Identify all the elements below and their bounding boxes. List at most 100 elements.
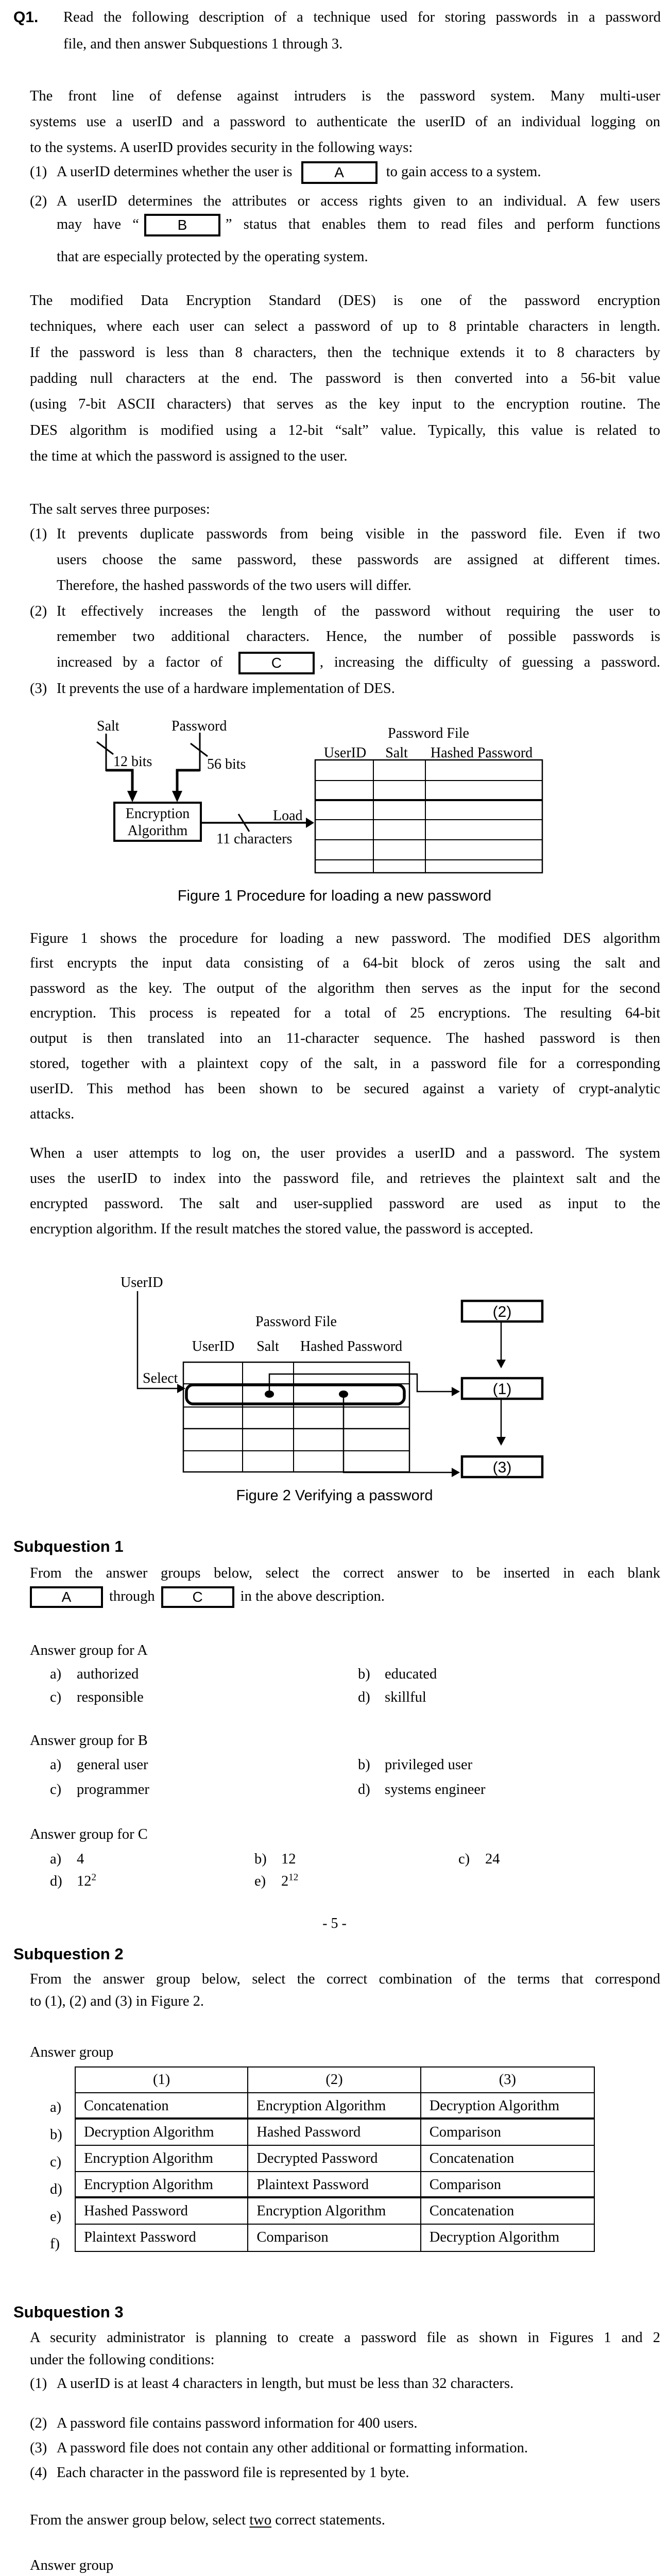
select-text-after: correct statements.: [271, 2512, 385, 2528]
para4-line6: stored, together with a plaintext copy o…: [30, 1056, 660, 1072]
header-cell-2: (2): [248, 2067, 421, 2092]
figure1-password-file-table: [314, 759, 543, 874]
item-text: It prevents duplicate passwords from bei…: [57, 526, 660, 542]
list-item-userid-2-line2: may have “B” status that enables them to…: [57, 212, 660, 238]
figure2-password-file-title: Password File: [255, 1314, 337, 1330]
para2-line5: (using 7-bit ASCII characters) that serv…: [30, 396, 660, 412]
option-exponent: 12: [288, 1872, 299, 1883]
encryption-box-line1: Encryption: [126, 806, 190, 822]
para4-line8: attacks.: [30, 1106, 75, 1122]
table-row-c: Encryption Algorithm Decrypted Password …: [76, 2146, 594, 2172]
question-intro-line1: Read the following description of a tech…: [63, 9, 661, 25]
salt-elbow-wire: [106, 769, 134, 792]
item-marker: (2): [30, 2415, 47, 2431]
option-text: 4: [77, 1851, 84, 1867]
subq2-line1: From the answer group below, select the …: [30, 1971, 660, 1987]
cell: Comparison: [429, 2124, 502, 2140]
item-marker: (1): [30, 526, 47, 542]
selected-row-highlight: [185, 1383, 406, 1405]
option-text: educated: [385, 1666, 437, 1682]
item-marker: (4): [30, 2465, 47, 2481]
salt-width-tick: [96, 741, 114, 755]
page-number: - 5 -: [322, 1916, 347, 1931]
cell: Plaintext Password: [248, 2172, 421, 2196]
cell: Comparison: [248, 2225, 421, 2251]
option-text: 24: [485, 1851, 500, 1867]
figure2-box-2: [460, 1299, 544, 1323]
salt-purposes-intro: The salt serves three purposes:: [30, 501, 210, 517]
option-c-responsible: c)responsible: [50, 1689, 144, 1706]
option-a-authorized: a)authorized: [50, 1666, 139, 1683]
figure2-select-label: Select: [143, 1370, 178, 1386]
option-e-2-pow-12: e)212: [254, 1873, 298, 1890]
salt-purpose-1-line2: users choose the same password, these pa…: [57, 552, 660, 568]
cell: Decryption Algorithm: [76, 2120, 249, 2145]
item-marker: (3): [30, 2440, 47, 2456]
row-label-e: e): [50, 2209, 62, 2225]
option-text: systems engineer: [385, 1782, 486, 1798]
option-base: 12: [77, 1873, 92, 1889]
item-text: A password file does not contain any oth…: [57, 2440, 528, 2456]
option-marker: a): [50, 1851, 62, 1867]
item-text: A password file contains password inform…: [57, 2415, 418, 2431]
para2-line1: The modified Data Encryption Standard (D…: [30, 293, 660, 309]
row-label-b: b): [50, 2127, 62, 2143]
blank-box-A: A: [30, 1586, 103, 1608]
table-row-e: Hashed Password Encryption Algorithm Con…: [76, 2198, 594, 2225]
figure2-password-file-table: [182, 1361, 410, 1473]
option-text: authorized: [77, 1666, 139, 1682]
figure1-col-hashed: Hashed Password: [431, 745, 533, 761]
option-c-programmer: c)programmer: [50, 1781, 149, 1799]
table-row-b: Decryption Algorithm Hashed Password Com…: [76, 2120, 594, 2146]
para5-line3: encrypted password. The salt and user-su…: [30, 1196, 660, 1212]
figure1-password-label: Password: [171, 718, 227, 734]
para2-line6: DES algorithm is modified using a 12-bit…: [30, 422, 660, 438]
cell: Encryption Algorithm: [248, 2198, 421, 2224]
option-text: programmer: [77, 1782, 149, 1798]
salt-purpose-1-line1: (1) It prevents duplicate passwords from …: [30, 526, 660, 543]
subquestion2-heading: Subquestion 2: [13, 1945, 124, 1963]
option-a-4: a) 4: [50, 1851, 84, 1868]
para2-line4: padding null characters at the end. The …: [30, 370, 660, 386]
salt-purpose-2-line1: (2)It effectively increases the length o…: [30, 603, 660, 620]
figure1-load-label: Load: [273, 808, 303, 824]
option-b-12: b)12: [254, 1851, 296, 1868]
cell: Decryption Algorithm: [429, 2229, 560, 2245]
option-marker: d): [50, 1873, 62, 1889]
arrowhead-into-box3: [452, 1468, 460, 1477]
para2-line7: the time at which the password is assign…: [30, 448, 348, 464]
option-marker: a): [50, 1757, 62, 1773]
item-text-after: ” status that enables them to read files…: [225, 216, 660, 232]
para2-line2: techniques, where each user can select a…: [30, 318, 660, 334]
figure1-11chars-label: 11 characters: [216, 831, 292, 847]
cell: Comparison: [429, 2177, 502, 2193]
para1-line3: to the systems. A userID provides securi…: [30, 140, 413, 156]
header-cell-1: (1): [76, 2067, 249, 2092]
header-cell-3: (3): [499, 2072, 516, 2088]
item-marker: (2): [30, 603, 47, 619]
item-marker: (3): [30, 681, 47, 697]
item-text-before: may have “: [57, 216, 139, 232]
figure2-box-3: [460, 1455, 544, 1479]
option-text: 12: [281, 1851, 296, 1867]
item-text: A userID is at least 4 characters in len…: [57, 2376, 514, 2392]
salt-purpose-2-line2: remember two additional characters. Henc…: [57, 629, 660, 645]
row-label-d: d): [50, 2181, 62, 2197]
para4-line1: Figure 1 shows the procedure for loading…: [30, 930, 660, 946]
figure2-box3-label: (3): [493, 1459, 512, 1476]
option-b-educated: b)educated: [358, 1666, 437, 1683]
para4-line3: password as the key. The output of the a…: [30, 980, 660, 996]
figure2-col-salt: Salt: [256, 1338, 279, 1354]
para4-line4: encryption. This process is repeated for…: [30, 1005, 660, 1021]
item-text: A userID determines the attributes or ac…: [57, 193, 660, 209]
figure1-56bits-label: 56 bits: [207, 756, 246, 772]
option-text: general user: [77, 1757, 148, 1773]
table-row-f: Plaintext Password Comparison Decryption…: [76, 2225, 594, 2251]
subq1-line1: From the answer groups below, select the…: [30, 1565, 660, 1581]
figure1-col-userid: UserID: [324, 745, 366, 761]
figure1-password-file-title: Password File: [388, 725, 469, 741]
cell: Concatenation: [76, 2093, 249, 2117]
arrowhead-select: [177, 1384, 185, 1393]
